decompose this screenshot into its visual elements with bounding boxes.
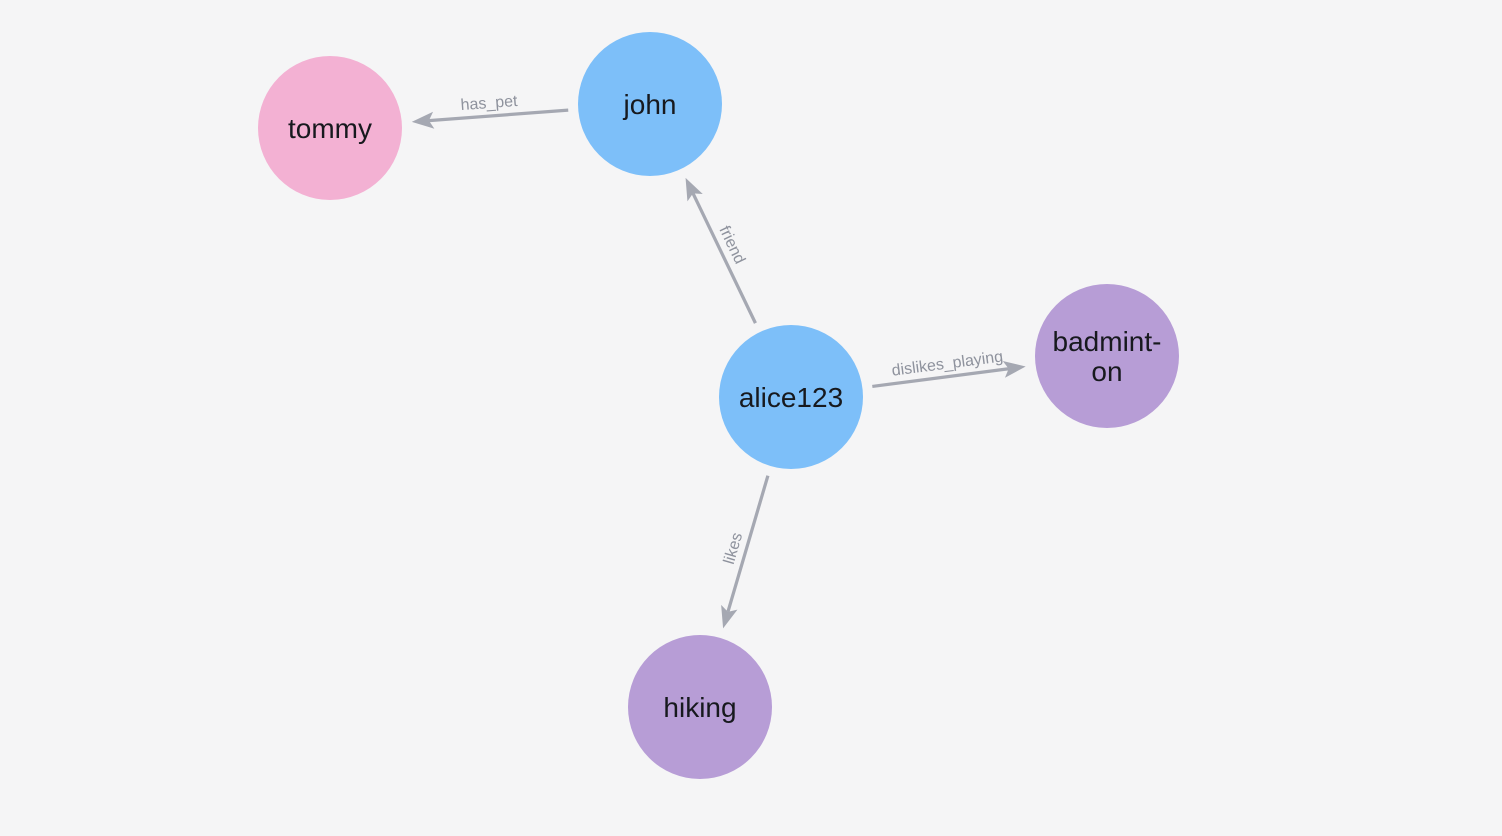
node-label: john (623, 89, 677, 120)
graph-edge-john-tommy[interactable]: has_pet (411, 93, 569, 129)
graph-edge-alice123-hiking[interactable]: likes (721, 475, 770, 629)
node-label: tommy (288, 113, 372, 144)
node-circle[interactable] (628, 635, 772, 779)
node-circle[interactable] (1035, 284, 1179, 428)
edge-line[interactable] (691, 192, 757, 324)
node-circle[interactable] (578, 32, 722, 176)
graph-node-hiking[interactable]: hiking (628, 635, 772, 779)
graph-node-alice123[interactable]: alice123 (719, 325, 863, 469)
graph-node-badminton[interactable]: badmint-on (1035, 284, 1179, 428)
arrowhead-icon (1002, 360, 1026, 378)
edge-label: dislikes_playing (891, 348, 1004, 379)
node-circle[interactable] (719, 325, 863, 469)
edge-label: friend (715, 223, 748, 266)
graph-edge-alice123-john[interactable]: friend (685, 177, 757, 324)
arrowhead-icon (411, 111, 435, 129)
node-label: hiking (663, 692, 736, 723)
edge-line[interactable] (872, 367, 1009, 389)
node-circle[interactable] (258, 56, 402, 200)
graph-edge-alice123-badminton[interactable]: dislikes_playing (872, 348, 1026, 389)
arrowhead-icon (685, 177, 703, 202)
edge-line[interactable] (428, 108, 569, 123)
arrowhead-icon (721, 604, 738, 629)
node-label: alice123 (739, 382, 843, 413)
graph-node-john[interactable]: john (578, 32, 722, 176)
edge-line[interactable] (726, 475, 770, 613)
edge-label: has_pet (460, 93, 519, 114)
graph-node-tommy[interactable]: tommy (258, 56, 402, 200)
node-label: badmint-on (1053, 326, 1162, 387)
